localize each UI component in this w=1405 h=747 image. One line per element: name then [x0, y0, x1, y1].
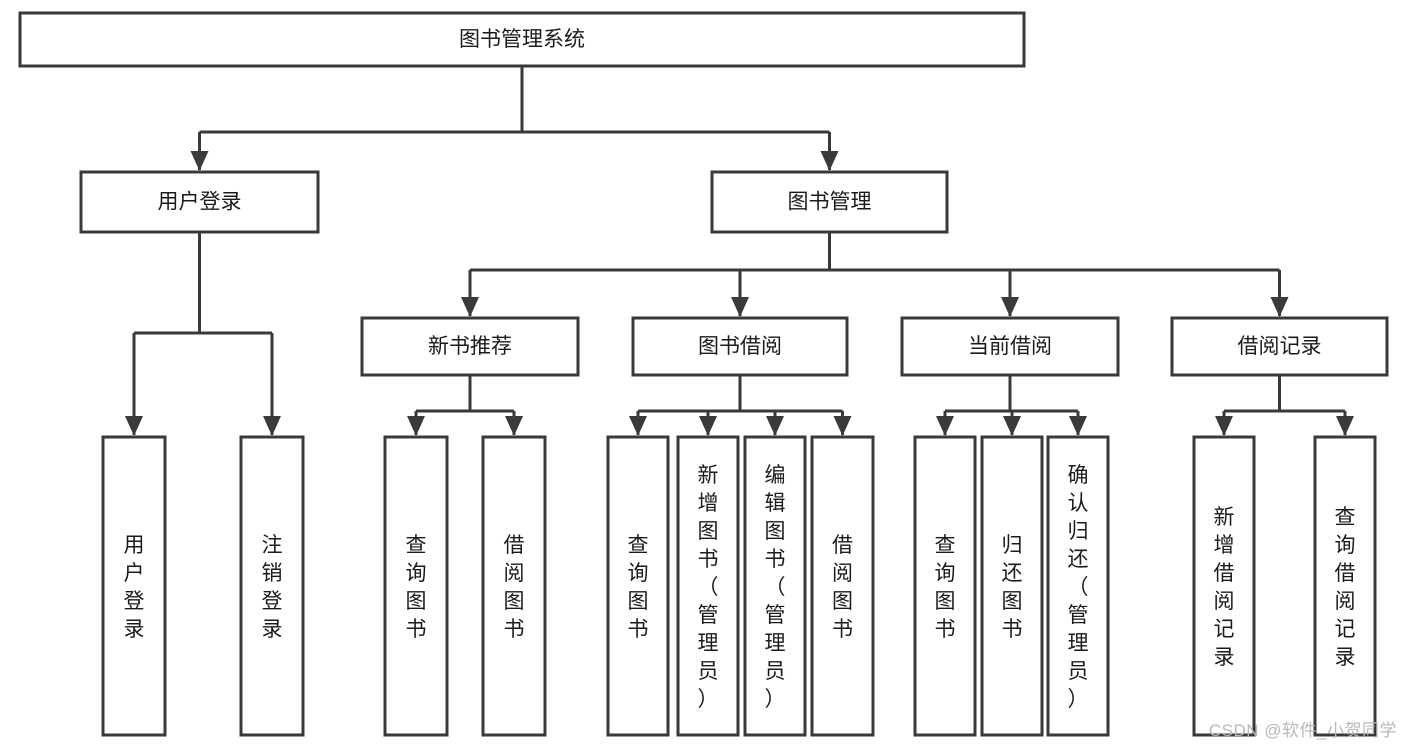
node-l4-add-book[interactable]: 新增图书（管理员）: [676, 435, 740, 737]
node-l4-borrow-book-b[interactable]: 借阅图书: [810, 435, 875, 737]
node-box: [743, 435, 807, 737]
node-label: 查询图书: [406, 534, 427, 641]
arrowhead-icon: [505, 416, 523, 436]
arrowhead-icon: [190, 151, 209, 171]
node-box: [710, 170, 949, 234]
node-l3-current-borrow[interactable]: 当前借阅: [900, 316, 1120, 377]
arrowhead-icon: [461, 297, 479, 317]
node-l4-add-record[interactable]: 新增借阅记录: [1192, 435, 1256, 737]
node-box: [1192, 435, 1256, 737]
node-box: [239, 435, 305, 737]
node-l3-book-borrow[interactable]: 图书借阅: [631, 316, 849, 377]
arrowhead-icon: [833, 416, 852, 436]
node-label: 借阅记录: [1238, 335, 1322, 358]
node-box: [481, 435, 547, 737]
node-l3-borrow-record[interactable]: 借阅记录: [1170, 316, 1389, 377]
node-label: 借阅图书: [504, 534, 525, 641]
node-box: [101, 435, 167, 737]
node-label: 编辑图书（管理员）: [765, 464, 786, 711]
node-box: [900, 316, 1120, 377]
arrowhead-icon: [820, 151, 839, 171]
node-l4-edit-book[interactable]: 编辑图书（管理员）: [743, 435, 807, 737]
node-label: 图书管理: [788, 191, 872, 214]
node-l4-query-record[interactable]: 查询借阅记录: [1313, 435, 1377, 737]
arrowhead-icon: [125, 416, 143, 436]
node-label: 查询图书: [628, 534, 649, 641]
node-l4-user-login[interactable]: 用户登录: [101, 435, 167, 737]
arrowhead-icon: [629, 416, 647, 436]
node-label: 查询借阅记录: [1335, 506, 1356, 669]
node-l4-query-book-c[interactable]: 查询图书: [913, 435, 977, 737]
arrowhead-icon: [1215, 416, 1233, 436]
node-box: [810, 435, 875, 737]
node-l2-user-login[interactable]: 用户登录: [79, 170, 320, 234]
node-label: 查询图书: [935, 534, 956, 641]
node-box: [383, 435, 449, 737]
arrowhead-icon: [1270, 297, 1289, 317]
node-box: [79, 170, 320, 234]
node-box: [606, 435, 670, 737]
node-label: 用户登录: [124, 534, 145, 641]
arrowhead-icon: [936, 416, 954, 436]
node-box: [676, 435, 740, 737]
node-label: 图书管理系统: [459, 28, 585, 51]
node-label: 新增借阅记录: [1214, 506, 1235, 669]
watermark-text: CSDN @软件_小贺同学: [1208, 721, 1397, 740]
connector-layer: [125, 66, 1354, 436]
node-box: [913, 435, 977, 737]
arrowhead-icon: [731, 297, 749, 317]
arrowhead-icon: [699, 416, 717, 436]
node-layer: 图书管理系统用户登录图书管理新书推荐图书借阅当前借阅借阅记录用户登录注销登录查询…: [18, 11, 1389, 737]
node-box: [980, 435, 1044, 737]
arrowhead-icon: [1336, 416, 1354, 436]
node-box: [1170, 316, 1389, 377]
node-l3-new-book-rec[interactable]: 新书推荐: [360, 316, 580, 377]
node-label: 图书借阅: [698, 335, 782, 358]
arrowhead-icon: [407, 416, 425, 436]
node-l4-logout[interactable]: 注销登录: [239, 435, 305, 737]
node-l4-query-book-a[interactable]: 查询图书: [383, 435, 449, 737]
node-label: 当前借阅: [968, 335, 1052, 358]
node-label: 用户登录: [158, 191, 242, 214]
node-box: [1313, 435, 1377, 737]
node-box: [1046, 435, 1110, 737]
arrowhead-icon: [1001, 297, 1019, 317]
node-label: 归还图书: [1002, 534, 1023, 641]
node-label: 借阅图书: [832, 534, 853, 641]
node-l4-confirm-return[interactable]: 确认归还（管理员）: [1046, 435, 1110, 737]
arrowhead-icon: [263, 416, 281, 436]
node-l4-query-book-b[interactable]: 查询图书: [606, 435, 670, 737]
node-l4-borrow-book-a[interactable]: 借阅图书: [481, 435, 547, 737]
arrowhead-icon: [766, 416, 784, 436]
node-label: 新书推荐: [428, 335, 512, 358]
node-root[interactable]: 图书管理系统: [18, 11, 1026, 68]
node-label: 新增图书（管理员）: [698, 464, 719, 711]
arrowhead-icon: [1069, 416, 1087, 436]
node-label: 注销登录: [262, 534, 283, 641]
node-box: [631, 316, 849, 377]
node-label: 确认归还（管理员）: [1068, 464, 1089, 711]
node-l2-book-mgmt[interactable]: 图书管理: [710, 170, 949, 234]
node-box: [18, 11, 1026, 68]
node-l4-return-book[interactable]: 归还图书: [980, 435, 1044, 737]
arrowhead-icon: [1003, 416, 1021, 436]
node-box: [360, 316, 580, 377]
